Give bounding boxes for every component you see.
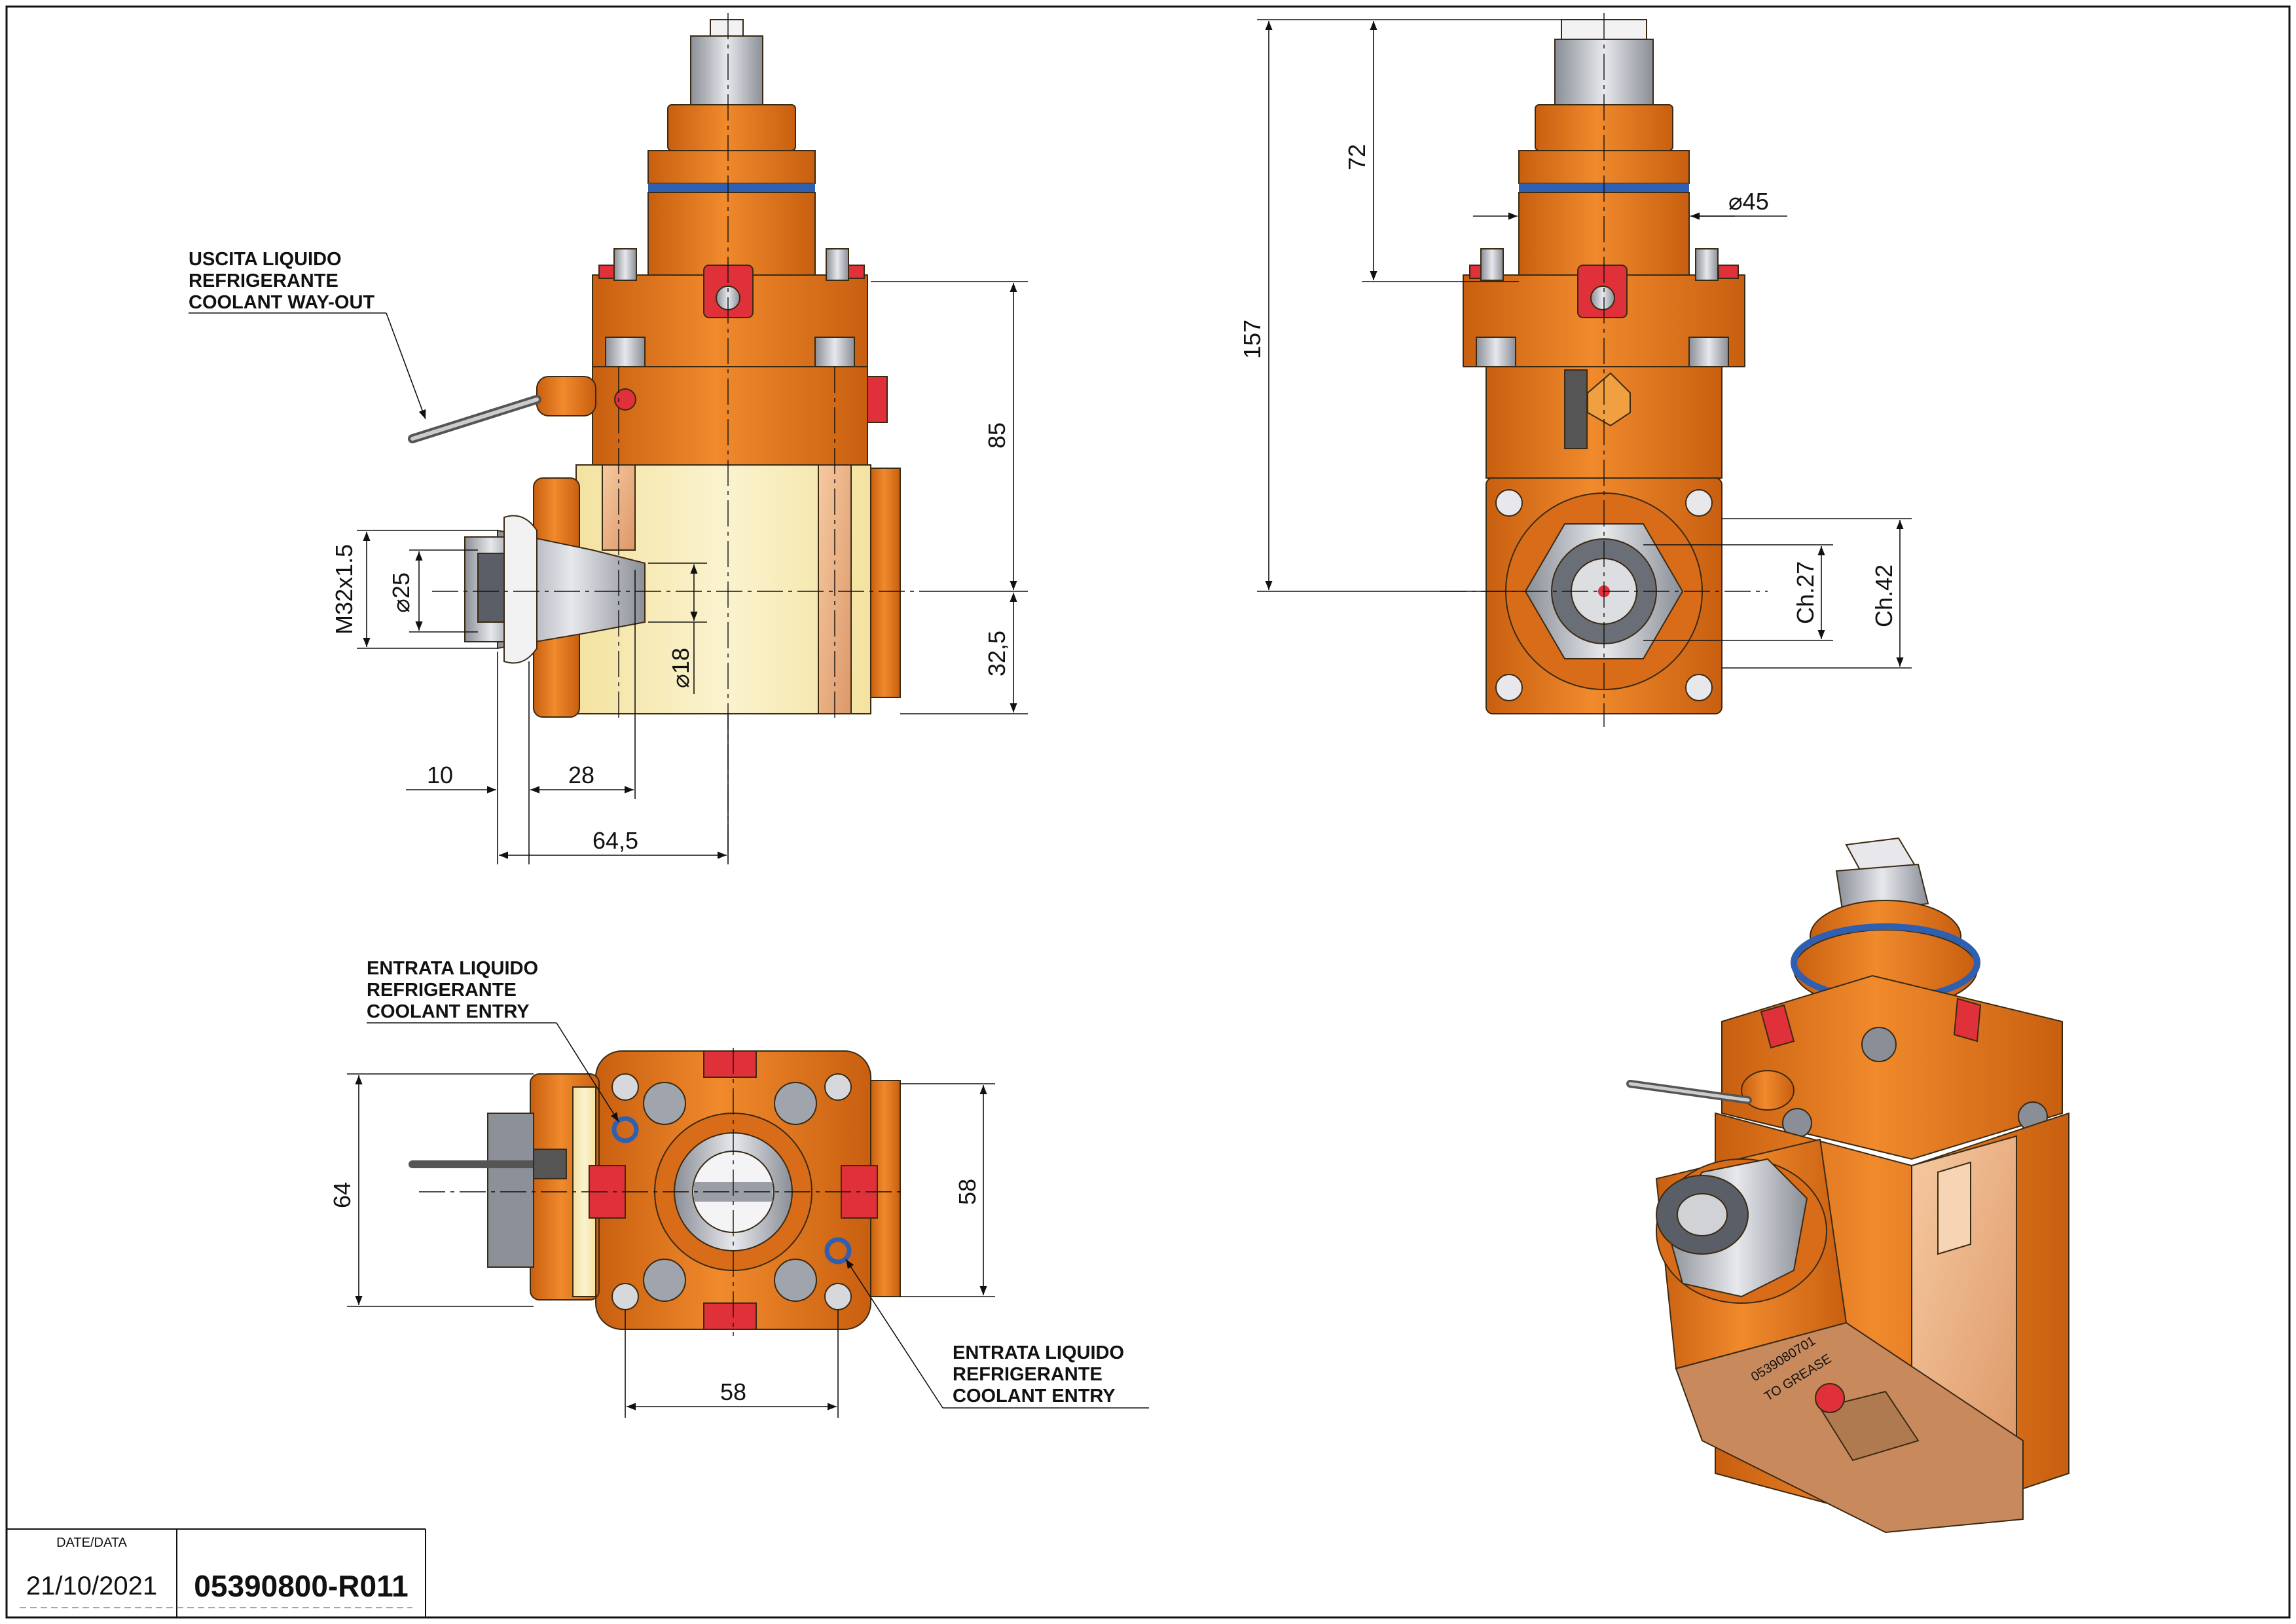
- note-entrata-right-line-1: ENTRATA LIQUIDO: [953, 1342, 1124, 1363]
- blue-seal-ring: [648, 183, 815, 193]
- drawing-code: 05390800-R011: [194, 1569, 408, 1603]
- dim-10: 10: [427, 762, 453, 788]
- note-entrata-right-line-3: COOLANT ENTRY: [953, 1386, 1116, 1407]
- coolant-entry-port-left: [611, 1116, 639, 1143]
- dim-d45: ⌀45: [1728, 188, 1769, 215]
- isometric-view: 0539080701 TO GREASE: [1626, 837, 2069, 1534]
- note-uscita-line-3: COOLANT WAY-OUT: [189, 292, 374, 313]
- note-uscita-line-1: USCITA LIQUIDO: [189, 249, 342, 270]
- date-label: DATE/DATA: [56, 1536, 127, 1550]
- dim-64: 64: [329, 1182, 355, 1208]
- dim-m32: M32x1.5: [331, 544, 357, 635]
- coolant-entry-port-right: [824, 1237, 852, 1264]
- dim-ch42: Ch.42: [1870, 564, 1897, 627]
- dim-d25: ⌀25: [388, 572, 414, 613]
- note-entrata-left-line-1: ENTRATA LIQUIDO: [367, 958, 538, 979]
- note-uscita-line-2: REFRIGERANTE: [189, 270, 338, 291]
- side-view: [1440, 13, 1768, 727]
- note-entrata-left-line-3: COOLANT ENTRY: [367, 1001, 530, 1022]
- top-view-dimensions: 64 58 58 ENTRATA LIQUIDO REFRIGERANTE CO…: [329, 958, 1149, 1418]
- front-view: [408, 13, 930, 858]
- dim-157: 157: [1239, 320, 1266, 359]
- dim-d18: ⌀18: [667, 648, 694, 688]
- dim-58-right: 58: [954, 1179, 981, 1205]
- sheet-border: [5, 5, 2291, 1619]
- note-entrata-right-line-2: REFRIGERANTE: [953, 1364, 1102, 1385]
- note-entrata-left-line-2: REFRIGERANTE: [367, 980, 517, 1001]
- grease-port-icon: [1815, 1383, 1845, 1413]
- date-value: 21/10/2021: [26, 1572, 157, 1600]
- dim-64-5: 64,5: [592, 827, 638, 854]
- dim-ch27: Ch.27: [1792, 561, 1819, 624]
- top-view: [409, 1048, 903, 1336]
- title-block: DATE/DATA 21/10/2021 05390800-R011: [7, 1528, 426, 1617]
- dim-58-bottom: 58: [720, 1378, 746, 1405]
- dim-28: 28: [568, 762, 594, 788]
- dim-72: 72: [1343, 144, 1370, 170]
- side-view-dimensions: 157 72 ⌀45 Ch.27 Ch.42: [1239, 19, 1912, 669]
- dim-85: 85: [983, 422, 1010, 449]
- dim-32-5: 32,5: [983, 631, 1010, 676]
- front-view-dimensions: 85 32,5 M32x1.5 ⌀25 ⌀18 10 28 64,5 USCIT…: [189, 249, 1028, 864]
